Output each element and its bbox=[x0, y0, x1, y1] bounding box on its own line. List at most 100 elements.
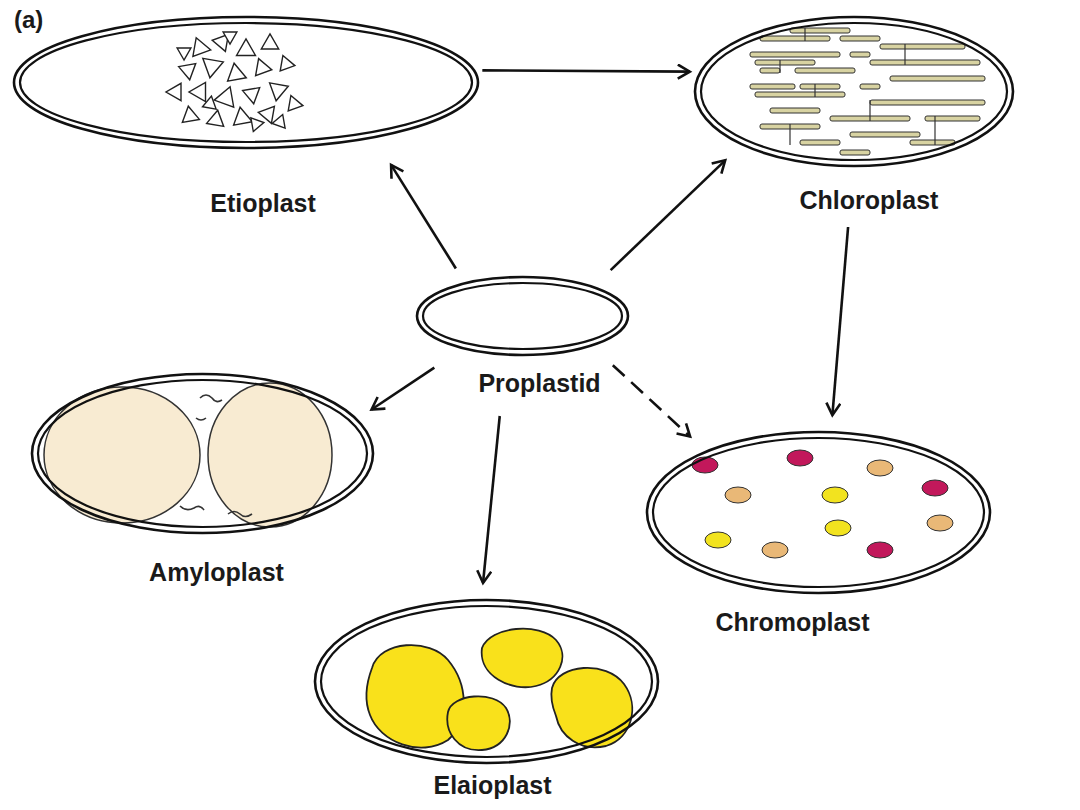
plastoglobule bbox=[922, 480, 948, 496]
development-arrow bbox=[611, 160, 726, 270]
prolamellar-triangle bbox=[272, 115, 285, 129]
thylakoid-bar bbox=[795, 68, 855, 73]
grana-fret bbox=[814, 84, 815, 97]
thylakoid-bar bbox=[890, 76, 985, 81]
thylakoid-bar bbox=[800, 84, 840, 89]
membrane-fragment bbox=[228, 512, 252, 517]
development-arrow bbox=[391, 165, 456, 269]
prolamellar-triangle bbox=[207, 110, 224, 126]
grana-fret bbox=[804, 28, 805, 41]
thylakoid-bar bbox=[750, 84, 795, 89]
outer-membrane bbox=[417, 277, 628, 355]
thylakoid-bar bbox=[750, 52, 840, 57]
prolamellar-triangle bbox=[177, 48, 191, 60]
thylakoid-bar bbox=[770, 108, 820, 113]
thylakoid-bar bbox=[870, 100, 985, 105]
plastid-node: Proplastid bbox=[415, 275, 638, 398]
thylakoid-bar bbox=[910, 140, 955, 145]
thylakoid-bar bbox=[840, 150, 870, 155]
development-arrow bbox=[613, 365, 690, 436]
grana-fret bbox=[934, 116, 935, 145]
thylakoid-bar bbox=[790, 28, 850, 33]
plastid-name: Chloroplast bbox=[704, 186, 1034, 215]
thylakoid-bar bbox=[850, 132, 920, 137]
plastid-name: Proplastid bbox=[428, 369, 651, 398]
prolamellar-triangle bbox=[179, 64, 196, 80]
plastoglobule bbox=[867, 542, 893, 558]
thylakoid-bar bbox=[760, 36, 830, 41]
prolamellar-triangle bbox=[270, 83, 289, 101]
outer-membrane bbox=[695, 17, 1013, 166]
plastid-node: Chloroplast bbox=[693, 15, 1023, 215]
grana-fret bbox=[904, 44, 905, 65]
development-arrow bbox=[483, 416, 500, 583]
plastid-name: Amyloplast bbox=[40, 558, 393, 587]
outer-membrane bbox=[647, 432, 990, 593]
membrane-fragment bbox=[196, 418, 206, 420]
plastid-name: Chromoplast bbox=[615, 608, 970, 637]
thylakoid-bar bbox=[755, 92, 845, 97]
plastid-node: Chromoplast bbox=[645, 430, 1000, 637]
prolamellar-triangle bbox=[280, 56, 295, 71]
plastoglobule bbox=[825, 520, 851, 536]
plastoglobule bbox=[725, 487, 751, 503]
inner-membrane bbox=[20, 23, 472, 142]
plastid-node: Elaioplast bbox=[313, 598, 668, 800]
prolamellar-triangle bbox=[203, 58, 224, 78]
plastid-node: Etioplast bbox=[12, 15, 488, 218]
plastoglobule bbox=[705, 532, 731, 548]
oil-body bbox=[482, 629, 563, 688]
inner-membrane bbox=[423, 283, 622, 349]
prolamellar-triangle bbox=[189, 83, 206, 102]
thylakoid-bar bbox=[755, 60, 815, 65]
plastid-outline bbox=[693, 15, 1015, 168]
inner-membrane bbox=[701, 23, 1007, 160]
prolamellar-triangle bbox=[256, 59, 272, 76]
plastid-outline bbox=[313, 598, 660, 765]
plastid-outline bbox=[30, 372, 375, 535]
prolamellar-triangle bbox=[182, 106, 199, 122]
oil-body bbox=[447, 696, 510, 750]
panel-letter: (a) bbox=[14, 6, 43, 34]
membrane-fragment bbox=[200, 395, 222, 402]
plastoglobule bbox=[787, 450, 813, 466]
development-arrow bbox=[832, 227, 848, 415]
grana-fret bbox=[779, 60, 780, 73]
prolamellar-triangle bbox=[214, 87, 234, 108]
outer-membrane bbox=[32, 374, 373, 533]
thylakoid-bar bbox=[880, 44, 965, 49]
plastoglobule bbox=[927, 515, 953, 531]
plastoglobule bbox=[867, 460, 893, 476]
thylakoid-bar bbox=[800, 140, 840, 145]
plastid-outline bbox=[645, 430, 992, 595]
prolamellar-triangle bbox=[166, 83, 181, 100]
inner-membrane bbox=[653, 438, 984, 587]
prolamellar-triangle bbox=[193, 38, 211, 57]
prolamellar-triangle bbox=[251, 118, 264, 132]
prolamellar-triangle bbox=[223, 32, 237, 44]
prolamellar-triangle bbox=[288, 96, 303, 111]
membrane-fragment bbox=[180, 506, 204, 510]
thylakoid-bar bbox=[850, 52, 870, 57]
inner-membrane bbox=[321, 606, 652, 757]
plastid-outline bbox=[415, 275, 630, 357]
prolamellar-triangle bbox=[234, 107, 253, 125]
plastoglobule bbox=[762, 542, 788, 558]
prolamellar-triangle bbox=[261, 34, 278, 49]
grana-fret bbox=[789, 124, 790, 145]
plastid-name: Elaioplast bbox=[315, 771, 670, 800]
inner-membrane bbox=[38, 380, 367, 527]
prolamellar-triangle bbox=[237, 39, 256, 56]
prolamellar-triangle bbox=[203, 96, 217, 109]
plastid-node: Amyloplast bbox=[30, 372, 383, 587]
prolamellar-triangle bbox=[243, 88, 260, 104]
plastid-name: Etioplast bbox=[25, 189, 501, 218]
oil-body bbox=[551, 668, 632, 747]
starch-grain bbox=[208, 383, 332, 527]
development-arrow bbox=[372, 368, 435, 410]
outer-membrane bbox=[14, 17, 478, 148]
thylakoid-bar bbox=[840, 36, 880, 41]
